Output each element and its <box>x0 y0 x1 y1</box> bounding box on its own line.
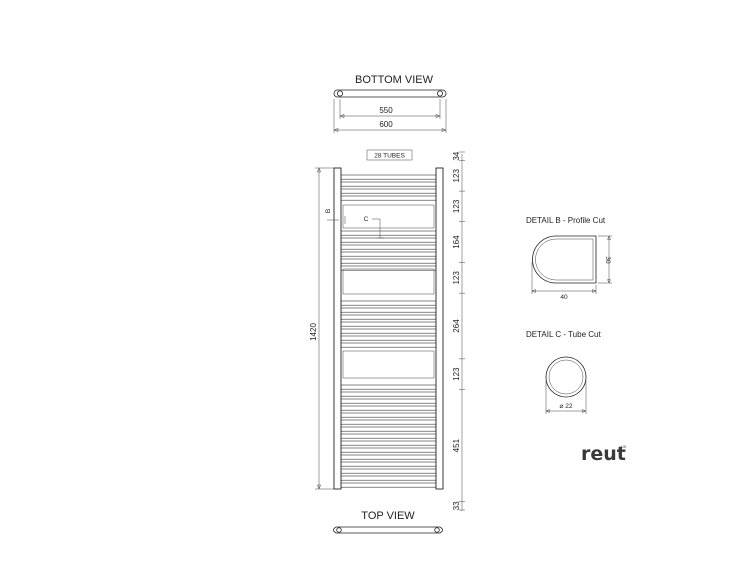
reut-logo: reut UK <box>581 443 627 465</box>
segment-dimension-label: 123 <box>452 199 461 213</box>
tube <box>340 300 437 306</box>
tube <box>340 440 437 446</box>
tube-count-label: 28 TUBES <box>374 153 405 160</box>
tube <box>340 405 437 411</box>
tube <box>340 398 437 404</box>
tubes-group <box>340 174 437 488</box>
detail-c: DETAIL C - Tube Cut ⌀ 22 <box>526 330 601 414</box>
tube <box>340 342 437 348</box>
tube <box>340 412 437 418</box>
tube <box>340 258 437 264</box>
tube <box>340 482 437 488</box>
profile-cut-inner <box>535 238 594 281</box>
segment-dimension-label: 33 <box>452 501 461 510</box>
marker-b-label: B <box>325 209 332 213</box>
segment-dimension-label: 123 <box>452 271 461 285</box>
detail-b-height-dim: 30 <box>598 235 612 284</box>
segment-dimension-label: 164 <box>452 235 461 249</box>
tube <box>340 181 437 187</box>
dimension-1420-label: 1420 <box>309 323 318 341</box>
tube <box>340 195 437 201</box>
tube <box>340 174 437 180</box>
tube <box>340 391 437 397</box>
tube <box>340 307 437 313</box>
tube <box>340 335 437 341</box>
tube <box>340 468 437 474</box>
tube <box>340 188 437 194</box>
detail-b: DETAIL B - Profile Cut 30 40 <box>526 216 612 301</box>
right-rail <box>435 167 444 490</box>
tube <box>340 419 437 425</box>
dimension-1420: 1420 <box>309 167 334 490</box>
segment-dimension-label: 123 <box>452 367 461 381</box>
segment-dimension-label: 123 <box>452 169 461 183</box>
dimension-600-label: 600 <box>379 120 393 129</box>
detail-b-width-label: 40 <box>560 294 568 301</box>
tube <box>340 461 437 467</box>
tube <box>340 237 437 243</box>
tube <box>340 426 437 432</box>
bottom-view-title: BOTTOM VIEW <box>355 74 434 86</box>
segment-dimension-label: 451 <box>452 438 461 452</box>
detail-c-title: DETAIL C - Tube Cut <box>526 330 601 339</box>
tube <box>340 230 437 236</box>
tube <box>340 265 437 271</box>
detail-c-diameter-label: ⌀ 22 <box>560 403 573 410</box>
tube <box>340 328 437 334</box>
detail-b-height-label: 30 <box>604 256 611 264</box>
reut-logo-text: reut <box>581 443 626 465</box>
tube <box>340 475 437 481</box>
dimension-600: 600 <box>333 99 447 133</box>
detail-b-width-dim: 40 <box>531 262 597 301</box>
tube-count-box <box>366 149 413 161</box>
reut-logo-mark: UK <box>621 444 627 449</box>
dimension-550: 550 <box>339 99 441 119</box>
marker-c: C <box>364 216 384 239</box>
open-panel <box>342 204 435 229</box>
tube <box>340 454 437 460</box>
detail-c-diameter-dim: ⌀ 22 <box>545 380 587 414</box>
segment-dimension-label: 264 <box>452 319 461 333</box>
detail-b-title: DETAIL B - Profile Cut <box>526 216 606 225</box>
tube <box>340 447 437 453</box>
marker-b: B <box>325 209 346 224</box>
left-rail <box>333 167 342 490</box>
tube <box>340 384 437 390</box>
profile-cut-outline <box>532 235 597 284</box>
tube <box>340 314 437 320</box>
tube <box>340 433 437 439</box>
open-panel <box>342 350 435 379</box>
tube-cut-outer <box>545 356 587 398</box>
segment-dimensions: 34 123 123 164 123 264 123 451 33 <box>452 151 465 511</box>
bottom-view-bar <box>333 89 447 98</box>
top-view: TOP VIEW <box>333 510 443 534</box>
top-view-title: TOP VIEW <box>361 510 415 522</box>
top-view-bar <box>333 526 443 534</box>
tube <box>340 321 437 327</box>
bottom-view: BOTTOM VIEW 550 600 <box>333 74 447 133</box>
open-panel <box>342 268 435 295</box>
tube-cut-inner <box>548 359 584 395</box>
dimension-550-label: 550 <box>379 106 393 115</box>
tube <box>340 251 437 257</box>
segment-dimension-label: 34 <box>452 151 461 160</box>
marker-c-label: C <box>364 216 369 223</box>
tube <box>340 244 437 250</box>
